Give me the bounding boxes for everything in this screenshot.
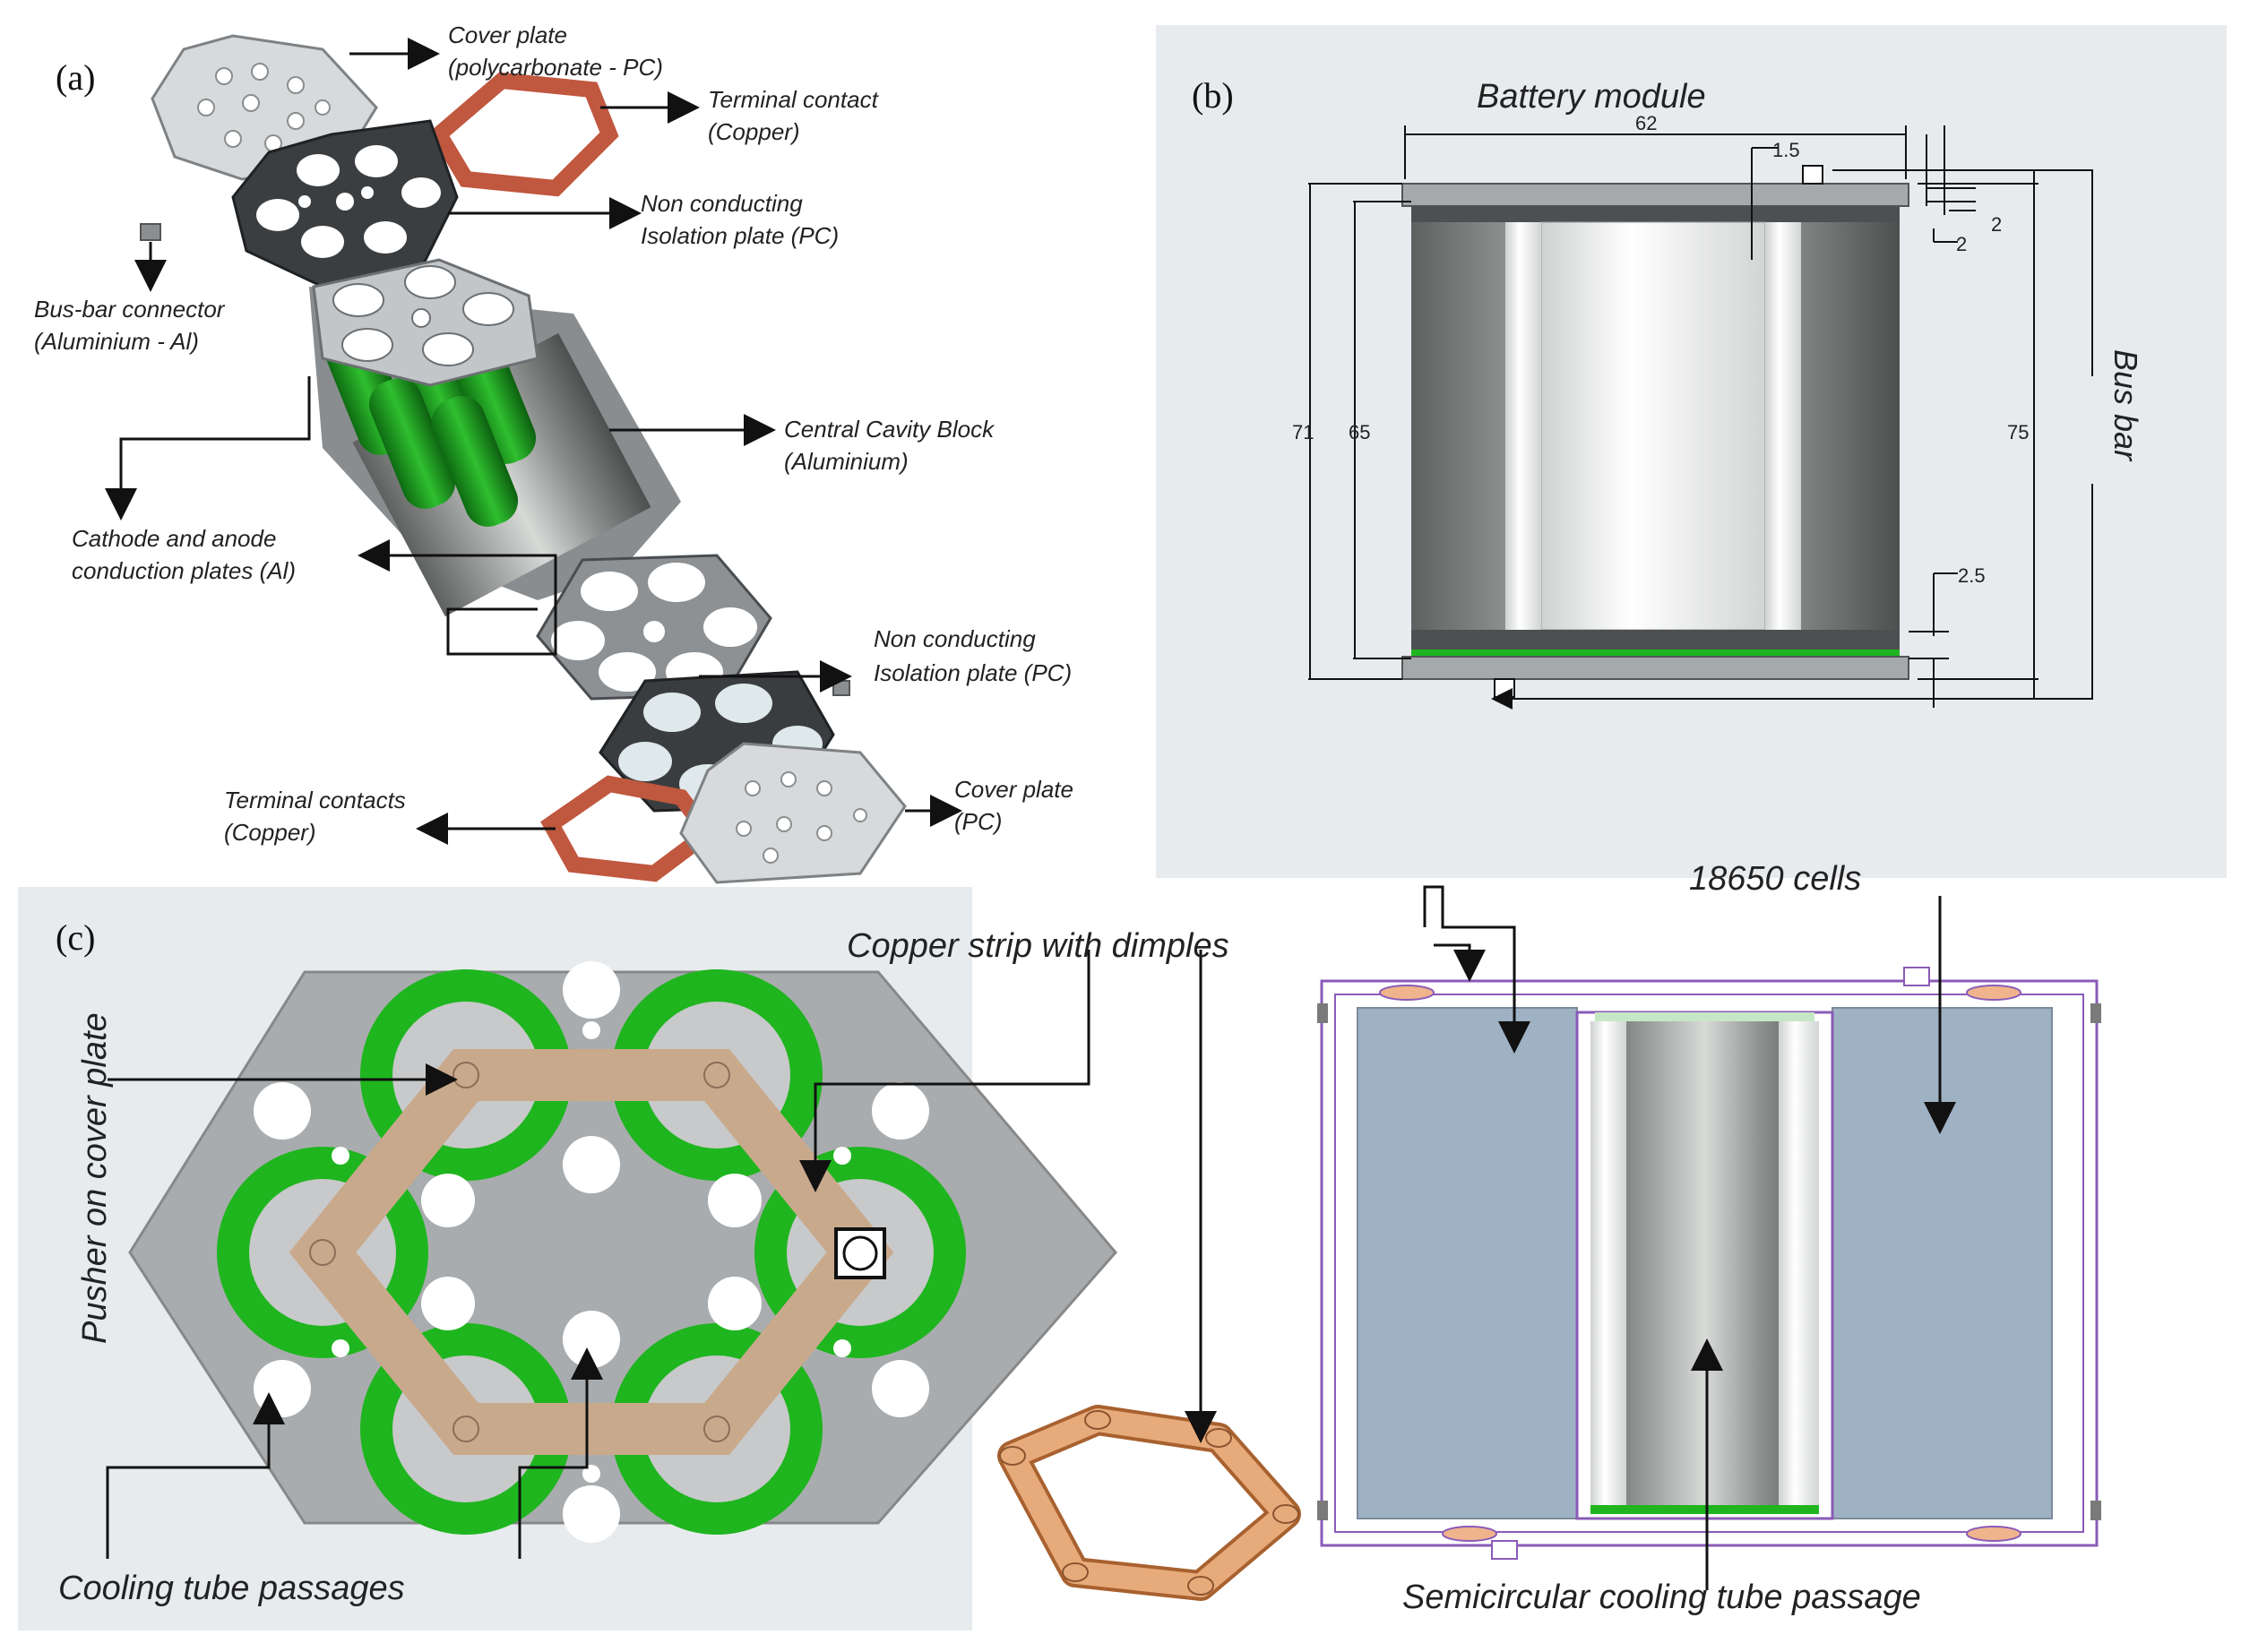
- label-conduction-2: conduction plates (Al): [72, 557, 296, 584]
- label-terminal-contacts-2: (Copper): [224, 819, 316, 846]
- panel-c: (c): [18, 860, 2227, 1630]
- label-pusher: Pusher on cover plate: [76, 1012, 114, 1344]
- label-cavity-1: Central Cavity Block: [784, 416, 996, 443]
- panel-b-title: Battery module: [1477, 78, 1706, 116]
- terminal-contact-top: [428, 72, 619, 197]
- cover-plate-bottom: [679, 742, 907, 884]
- dim-bottom-gap: 2.5: [1958, 564, 1986, 587]
- panel-c-leader-lines: [106, 885, 1956, 1590]
- label-isolation-top-2: Isolation plate (PC): [641, 222, 839, 249]
- label-cover-plate-bottom-2: (PC): [954, 808, 1002, 835]
- label-busbar-2: (Aluminium - Al): [34, 328, 199, 355]
- copper-strip-hex: [289, 1049, 894, 1455]
- dim-small-b: 2: [1956, 233, 1967, 255]
- label-isolation-top-1: Non conducting: [641, 190, 803, 217]
- label-cover-plate-top-2: (polycarbonate - PC): [448, 54, 663, 81]
- central-cavity-block: [309, 258, 681, 617]
- label-conduction-1: Cathode and anode: [72, 525, 276, 552]
- conduction-plate: [536, 554, 772, 701]
- label-bus-bar: Bus bar: [2107, 349, 2144, 462]
- panel-b-letter: (b): [1192, 75, 1234, 116]
- hex-cover-plate-top-view: [128, 961, 1117, 1543]
- label-terminal-contact-1: Terminal contact: [708, 86, 880, 113]
- copper-strip-3d: [997, 1405, 1301, 1601]
- label-cavity-2: (Aluminium): [784, 448, 909, 475]
- panel-a-leader-lines: [105, 38, 962, 845]
- isolation-plate-top: [231, 119, 459, 288]
- cell-left: [1357, 1007, 1578, 1519]
- cooling-holes: [254, 961, 929, 1543]
- panel-c-letter: (c): [56, 917, 95, 958]
- dim-width-62: 62: [1635, 112, 1657, 134]
- label-semicircular-passage: Semicircular cooling tube passage: [1402, 1579, 1921, 1616]
- busbar-connector-part: [140, 223, 161, 241]
- label-cover-plate-bottom-1: Cover plate: [954, 776, 1073, 803]
- label-18650-cells: 18650 cells: [1689, 860, 1861, 898]
- dim-small-a: 2: [1991, 213, 2002, 236]
- label-cooling-tube-passages: Cooling tube passages: [58, 1570, 405, 1607]
- dim-height-65: 65: [1349, 421, 1370, 443]
- panel-a-letter: (a): [56, 57, 95, 98]
- terminal-contact-bottom: [540, 775, 720, 882]
- label-isolation-bottom-1: Non conducting: [874, 625, 1036, 652]
- label-terminal-contact-2: (Copper): [708, 118, 800, 145]
- label-isolation-bottom-2: Isolation plate (PC): [874, 659, 1072, 686]
- cell-right: [1832, 1007, 2053, 1519]
- label-cover-plate-top-1: Cover plate: [448, 22, 567, 48]
- label-busbar-1: Bus-bar connector: [34, 296, 226, 323]
- dim-height-71: 71: [1292, 421, 1314, 443]
- panel-a: (a): [18, 22, 1156, 887]
- panel-b-dimension-lines: [1308, 125, 2093, 710]
- panel-b: (b) Battery module: [1156, 25, 2227, 878]
- small-connector-bottom: [832, 680, 850, 696]
- dim-top-offset: 1.5: [1772, 139, 1800, 161]
- battery-module-side-view: [1401, 165, 1909, 698]
- dim-height-75: 75: [2007, 421, 2029, 443]
- label-terminal-contacts-1: Terminal contacts: [224, 787, 406, 813]
- label-copper-strip: Copper strip with dimples: [847, 927, 1229, 965]
- module-cross-section: [1317, 967, 2101, 1560]
